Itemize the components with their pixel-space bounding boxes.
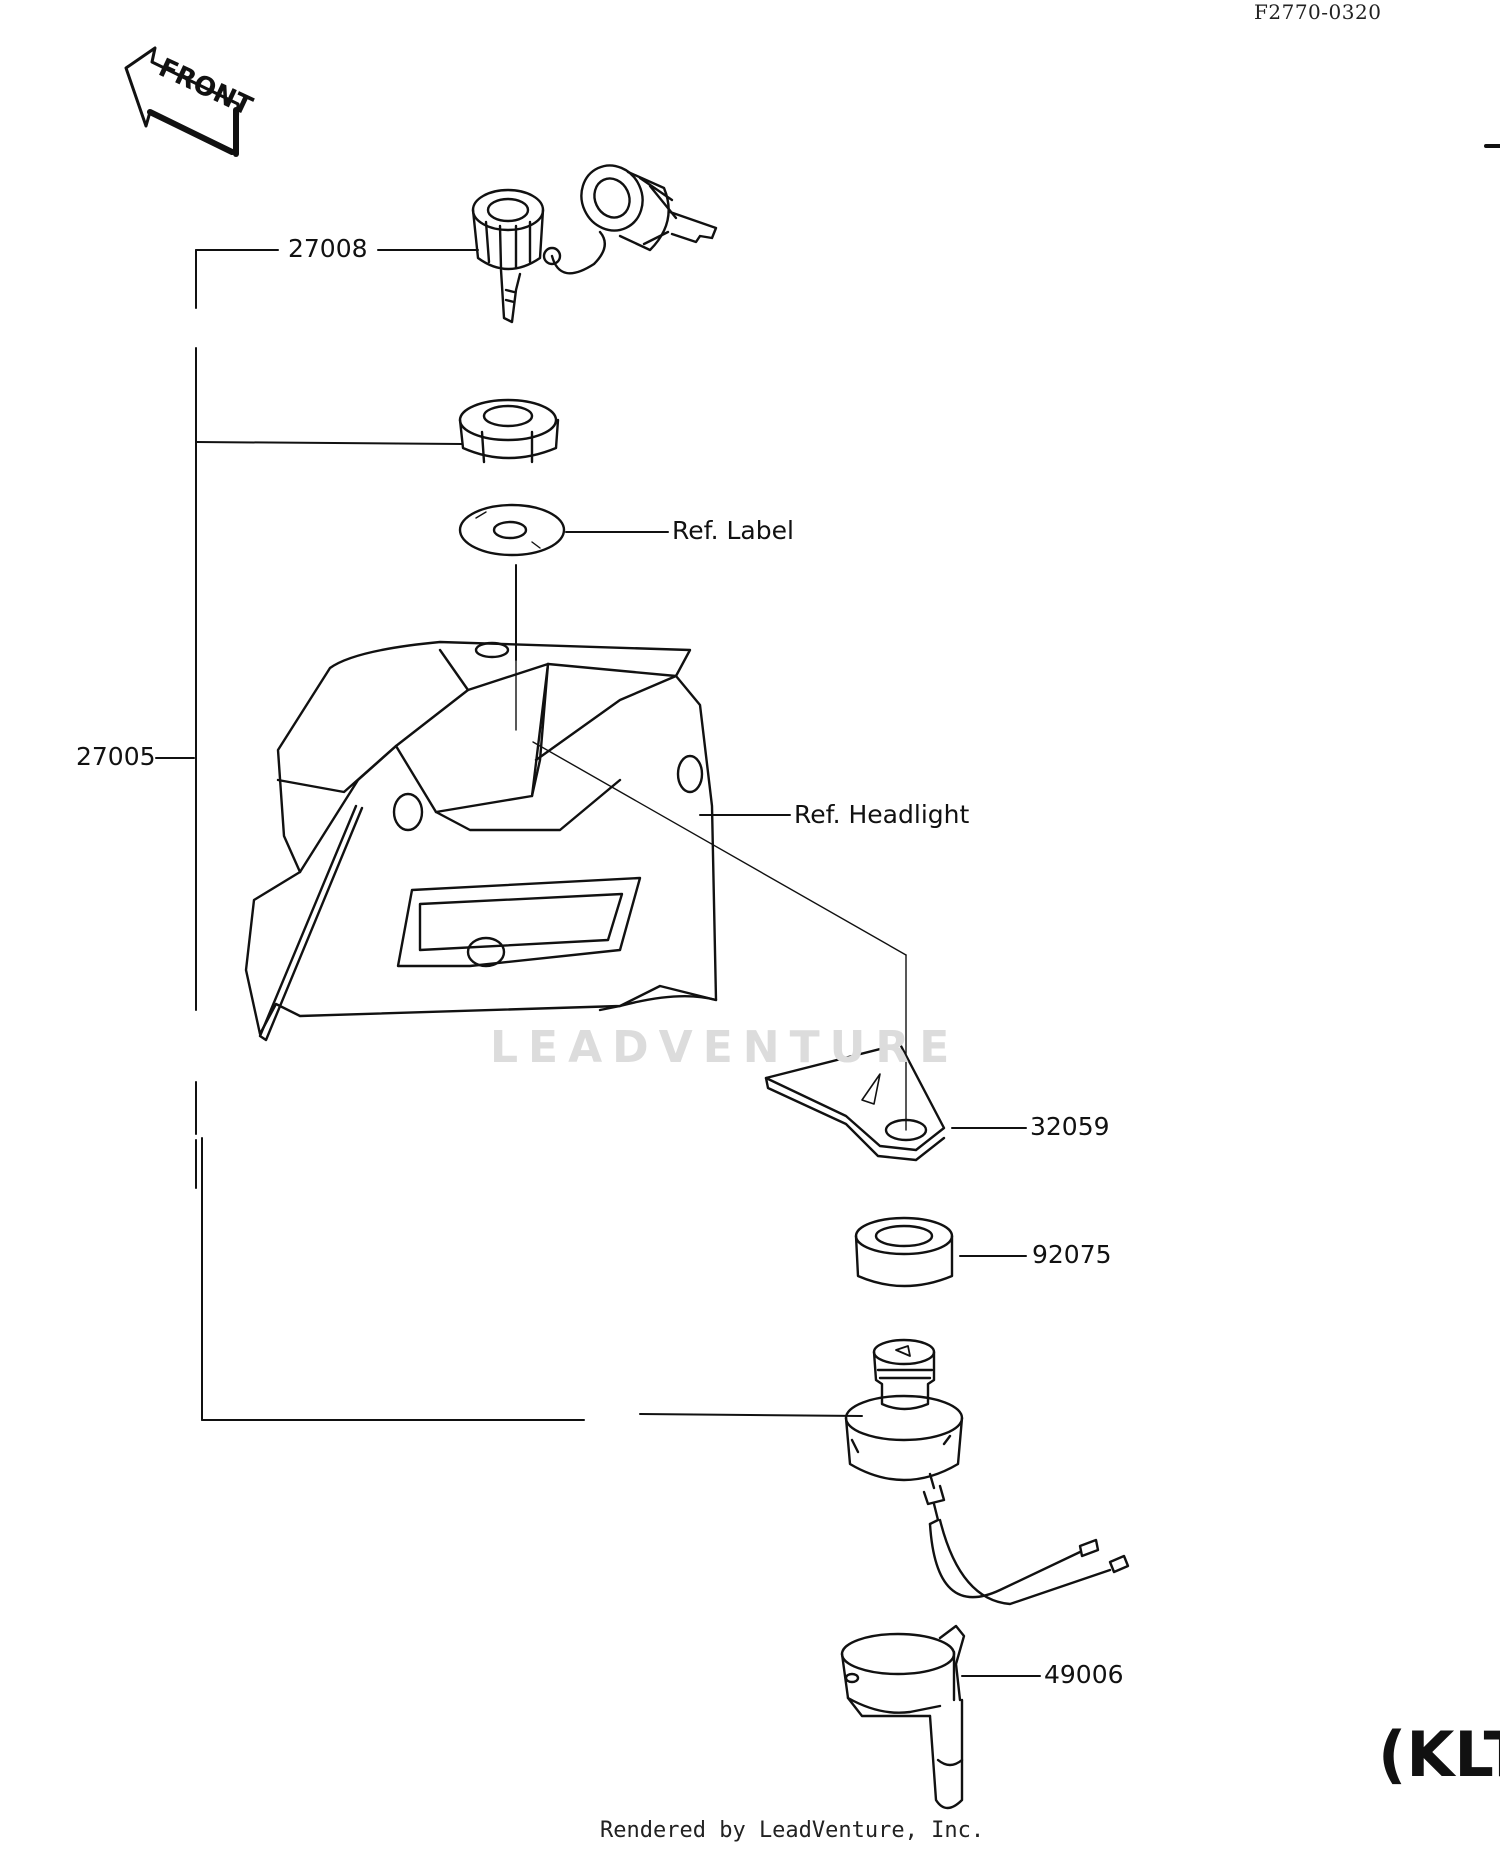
ref-label-text: Ref. Label bbox=[672, 516, 794, 545]
footer-credit: Rendered by LeadVenture, Inc. bbox=[600, 1818, 985, 1843]
plate-32059-icon bbox=[764, 1042, 946, 1162]
holder-49006-icon bbox=[840, 1624, 966, 1810]
part-27008-label: 27008 bbox=[288, 234, 368, 263]
key-cap-27008-icon bbox=[471, 164, 718, 324]
ignition-switch-icon bbox=[844, 1338, 1130, 1606]
part-49006-label: 49006 bbox=[1044, 1660, 1124, 1689]
part-27005-label: 27005 bbox=[76, 742, 156, 771]
watermark: LEADVENTURE bbox=[490, 1022, 960, 1073]
part-32059-label: 32059 bbox=[1030, 1112, 1110, 1141]
front-label: FRONT bbox=[154, 53, 257, 122]
leader-lines bbox=[377, 249, 1041, 1677]
headlight-cover-icon bbox=[244, 640, 718, 1042]
diagram-code: F2770-0320 bbox=[1254, 0, 1382, 24]
front-arrow-icon bbox=[124, 46, 240, 157]
collar-92075-icon bbox=[854, 1216, 954, 1288]
ref-headlight-text: Ref. Headlight bbox=[794, 800, 970, 829]
corner-model-text: (KLT bbox=[1378, 1718, 1500, 1791]
part-92075-label: 92075 bbox=[1032, 1240, 1112, 1269]
nut-icon bbox=[458, 398, 560, 464]
bracket-27005 bbox=[155, 249, 863, 1421]
ref-label-disc-icon bbox=[458, 503, 566, 557]
